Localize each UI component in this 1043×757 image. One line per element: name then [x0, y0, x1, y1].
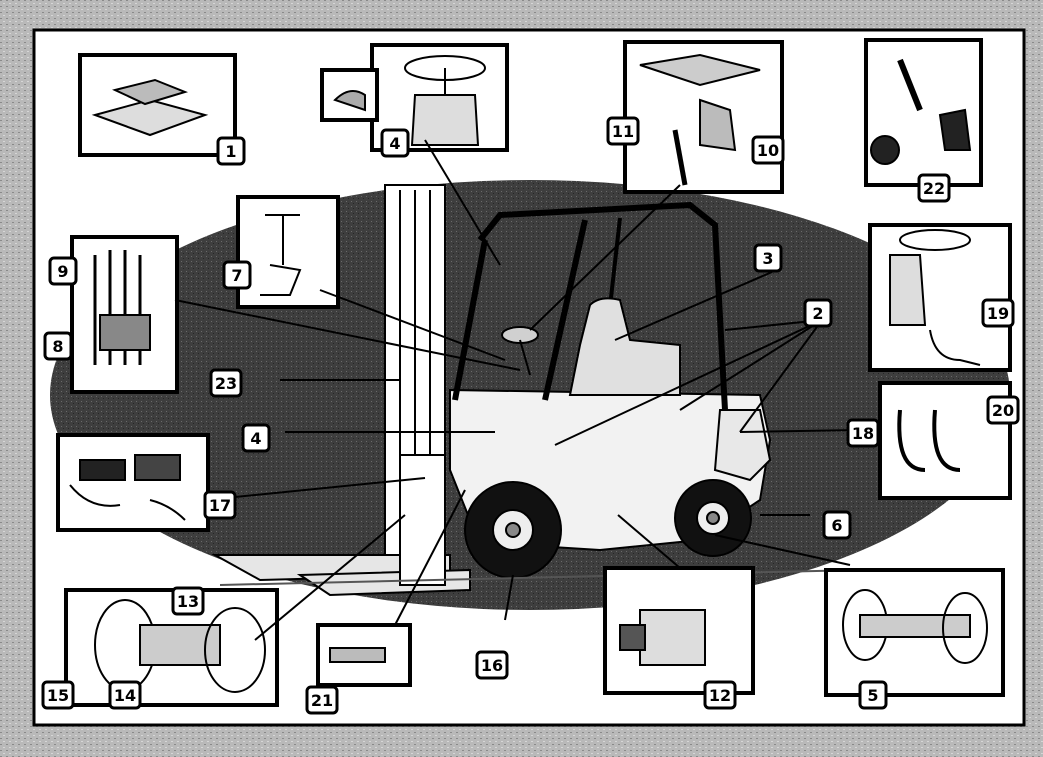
callout-number: 14	[114, 686, 136, 705]
callout-c19: 19	[983, 300, 1013, 326]
callout-c4a: 4	[382, 130, 408, 156]
callout-number: 9	[57, 262, 68, 281]
callout-number: 21	[311, 691, 333, 710]
callout-c13: 13	[173, 588, 203, 614]
inset-electrical	[58, 435, 208, 530]
callout-c15: 15	[43, 682, 73, 708]
callout-c16: 16	[477, 652, 507, 678]
callout-number: 20	[992, 401, 1014, 420]
callout-number: 23	[215, 374, 237, 393]
callout-number: 18	[852, 424, 874, 443]
callout-number: 6	[831, 516, 842, 535]
callout-c11: 11	[608, 118, 638, 144]
callout-c4b: 4	[243, 425, 269, 451]
callout-c8: 8	[45, 333, 71, 359]
callout-number: 13	[177, 592, 199, 611]
callout-number: 17	[209, 496, 231, 515]
callout-c2: 2	[805, 300, 831, 326]
callout-c10: 10	[753, 137, 783, 163]
callout-c21: 21	[307, 687, 337, 713]
callout-number: 1	[225, 142, 236, 161]
callout-number: 4	[250, 429, 261, 448]
callout-c9: 9	[50, 258, 76, 284]
callout-c14: 14	[110, 682, 140, 708]
callout-c17: 17	[205, 492, 235, 518]
callout-c23: 23	[211, 370, 241, 396]
callout-number: 11	[612, 122, 634, 141]
callout-number: 16	[481, 656, 503, 675]
callout-c7: 7	[224, 262, 250, 288]
callout-c3: 3	[755, 245, 781, 271]
callout-number: 8	[52, 337, 63, 356]
callout-number: 3	[762, 249, 773, 268]
callout-number: 15	[47, 686, 69, 705]
callout-number: 10	[757, 141, 779, 160]
callout-c5: 5	[860, 682, 886, 708]
callout-c1: 1	[218, 138, 244, 164]
callout-number: 7	[231, 266, 242, 285]
callout-number: 5	[867, 686, 878, 705]
callout-number: 22	[923, 179, 945, 198]
callout-c6: 6	[824, 512, 850, 538]
callout-number: 12	[709, 686, 731, 705]
callout-number: 2	[812, 304, 823, 323]
callout-c18: 18	[848, 420, 878, 446]
callout-c22: 22	[919, 175, 949, 201]
callout-c20: 20	[988, 397, 1018, 423]
callout-c12: 12	[705, 682, 735, 708]
callout-number: 19	[987, 304, 1009, 323]
callout-number: 4	[389, 134, 400, 153]
